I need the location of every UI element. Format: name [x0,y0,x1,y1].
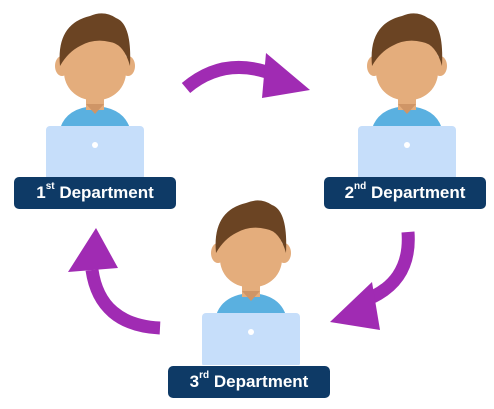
department-1-label: 1st Department [14,177,176,209]
department-2-person-icon [352,8,462,180]
department-3-number: 3 [189,372,200,391]
department-1-person-icon [40,8,150,180]
department-1-suffix: st [45,181,55,193]
department-1-number: 1 [36,183,46,202]
department-3-person-icon [196,195,306,367]
department-2-suffix: nd [354,181,367,193]
department-3-name: Department [209,372,309,391]
department-1-name: Department [54,183,154,202]
department-3-suffix: rd [199,370,210,382]
department-3-label: 3rd Department [168,366,330,398]
department-2-name: Department [366,183,466,202]
department-2-number: 2 [344,183,355,202]
department-2-label: 2nd Department [324,177,486,209]
